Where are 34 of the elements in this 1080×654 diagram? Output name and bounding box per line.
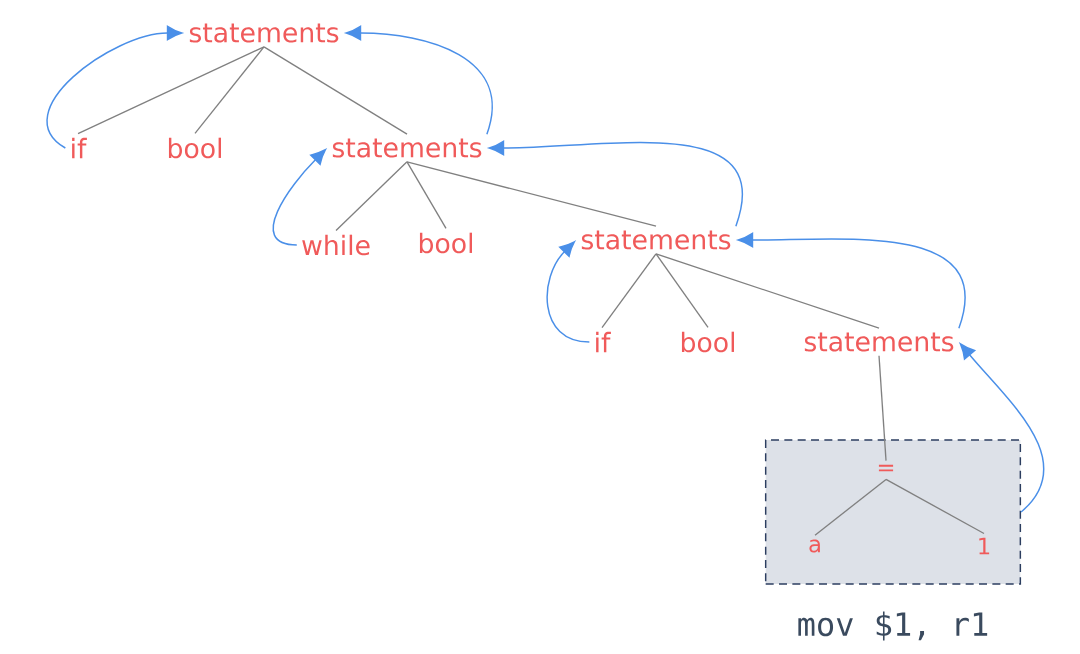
curved-arrow bbox=[488, 140, 743, 227]
tree-branch bbox=[878, 355, 887, 462]
curved-arrow bbox=[546, 241, 591, 343]
tree-node-label: bool bbox=[168, 137, 221, 159]
tree-branch bbox=[885, 478, 985, 535]
tree-node-label: bool bbox=[419, 232, 472, 254]
tree-node-label: a bbox=[809, 539, 820, 553]
tree-branch bbox=[655, 253, 709, 329]
tree-branch bbox=[406, 161, 447, 230]
tree-branch bbox=[655, 253, 880, 329]
tree-branch bbox=[406, 161, 657, 227]
tree-branch bbox=[335, 161, 408, 232]
tree-node-label: if bbox=[596, 331, 611, 353]
tree-node-label: statements bbox=[581, 230, 731, 250]
tree-branch bbox=[601, 253, 657, 329]
tree-node-label: statements bbox=[804, 332, 954, 352]
curved-arrow bbox=[959, 343, 1045, 513]
tree-node-label: 1 bbox=[979, 537, 990, 555]
tree-branch bbox=[194, 46, 265, 135]
tree-node-label: = bbox=[878, 464, 894, 472]
curved-arrow bbox=[272, 149, 327, 246]
curved-arrow bbox=[345, 25, 493, 135]
tree-node-label: statements bbox=[189, 23, 339, 43]
tree-node-label: bool bbox=[681, 331, 734, 353]
tree-branch bbox=[263, 46, 408, 135]
tree-node-label: while bbox=[302, 234, 370, 256]
tree-node-label: if bbox=[72, 137, 87, 159]
assembly-code: mov $1, r1 bbox=[798, 611, 988, 641]
curved-arrow bbox=[46, 25, 183, 149]
tree-node-label: statements bbox=[332, 138, 482, 158]
dashed-box bbox=[764, 439, 1022, 585]
tree-branch bbox=[814, 478, 887, 536]
tree-branch bbox=[77, 46, 265, 135]
curved-arrow bbox=[737, 232, 966, 329]
